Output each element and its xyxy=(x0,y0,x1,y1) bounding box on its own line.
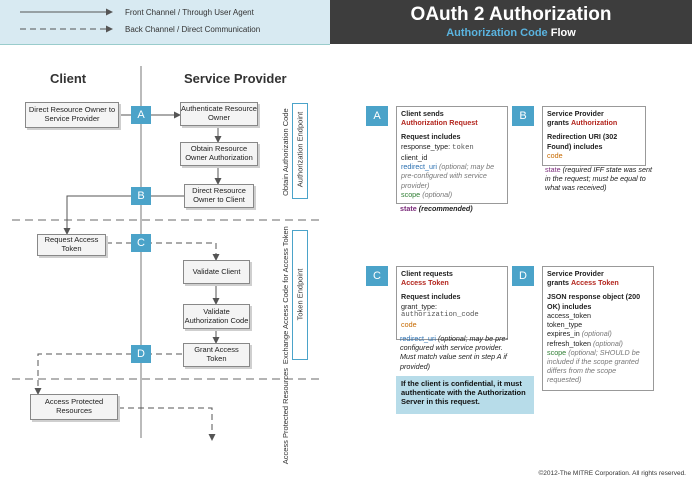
step-a-marker: A xyxy=(131,106,151,124)
token-endpoint-box xyxy=(292,230,308,360)
card-b-line1: Service Provider xyxy=(547,109,604,118)
phase-obtain-code: Obtain Authorization Code xyxy=(280,108,290,196)
card-d-access-token: access_token xyxy=(547,310,591,320)
client-column-header: Client xyxy=(50,71,87,86)
card-d-token-type: token_type xyxy=(547,320,583,330)
card-a-head: Request includes xyxy=(401,132,461,142)
copyright: ©2012-The MITRE Corporation. All rights … xyxy=(538,470,687,477)
page-subtitle: Authorization Code Flow xyxy=(330,27,692,39)
box-direct-client: Direct Resource Owner to Client xyxy=(184,184,254,208)
legend-front-channel: Front Channel / Through User Agent xyxy=(125,8,254,17)
arrow-b xyxy=(63,195,184,235)
box-request-token: Request Access Token xyxy=(37,234,106,256)
authorization-endpoint-label: Authorization Endpoint xyxy=(295,111,305,188)
box-direct-owner: Direct Resource Owner to Service Provide… xyxy=(25,102,119,128)
step-d-marker: D xyxy=(131,345,151,363)
card-a-redirect: redirect_uri (optional; may be pre-confi… xyxy=(401,162,495,190)
card-a-client-id: client_id xyxy=(401,152,428,162)
box-validate-code: Validate Authorization Code xyxy=(183,304,250,329)
box-authenticate: Authenticate Resource Owner xyxy=(180,102,258,126)
card-c-head: Request includes xyxy=(401,292,461,302)
box-obtain-authorization: Obtain Resource Owner Authorization xyxy=(180,142,258,166)
card-c-marker: C xyxy=(366,266,388,286)
card-d-scope: scope (optional; SHOULD be included if t… xyxy=(547,347,640,385)
phase-exchange: Exchange Access Code for Access Token xyxy=(280,226,290,365)
card-c-grant-type-val: authorization_code xyxy=(401,310,479,319)
card-b-line2: grants Authorization xyxy=(547,118,618,128)
card-a-state: state (recommended) xyxy=(400,204,473,213)
phase-access: Access Protected Resources xyxy=(280,367,290,465)
subtitle-rest: Flow xyxy=(550,27,576,39)
card-c-line1: Client requests xyxy=(401,269,453,278)
card-b: Service Provider grants Authorization Re… xyxy=(542,106,646,166)
arrow-access xyxy=(118,407,216,441)
card-a: Client sends Authorization Request Reque… xyxy=(396,106,508,204)
legend-panel: Front Channel / Through User Agent Back … xyxy=(0,0,330,45)
card-c-code: code xyxy=(401,320,417,330)
arrow-d xyxy=(34,353,182,395)
card-d-line2: grants Access Token xyxy=(547,278,619,288)
card-c-grant-type: grant_type: xyxy=(401,301,437,311)
card-b-head: Redirection URI (302 Found) includes xyxy=(547,132,618,151)
card-a-marker: A xyxy=(366,106,388,126)
token-endpoint-label: Token Endpoint xyxy=(295,268,305,321)
card-d-line1: Service Provider xyxy=(547,269,604,278)
box-grant-token: Grant Access Token xyxy=(183,343,250,367)
page-title: OAuth 2 Authorization xyxy=(410,4,612,25)
authorization-endpoint-box xyxy=(292,103,308,199)
card-d-marker: D xyxy=(512,266,534,286)
box-access-resources: Access Protected Resources xyxy=(30,394,118,420)
card-a-response-type: response_type: token xyxy=(401,141,474,152)
card-c: Client requests Access Token Request inc… xyxy=(396,266,508,340)
card-d-expires: expires_in (optional) xyxy=(547,329,612,339)
card-b-state: state (required IFF state was sent in th… xyxy=(545,165,652,193)
card-a-line2: Authorization Request xyxy=(401,118,478,128)
card-d-head: JSON response object (200 OK) includes xyxy=(547,292,641,311)
card-c-redirect: redirect_uri (optional; may be pre-confi… xyxy=(400,334,508,371)
box-validate-client: Validate Client xyxy=(183,260,250,284)
card-d: Service Provider grants Access Token JSO… xyxy=(542,266,654,391)
subtitle-highlight: Authorization Code xyxy=(446,27,548,39)
card-a-line1: Client sends xyxy=(401,109,444,118)
step-b-marker: B xyxy=(131,187,151,205)
card-b-code: code xyxy=(547,150,563,160)
arrow-c xyxy=(106,242,220,261)
confidential-client-note: If the client is confidential, it must a… xyxy=(396,376,534,414)
card-d-refresh: refresh_token (optional) xyxy=(547,338,623,348)
title-panel: OAuth 2 Authorization Authorization Code… xyxy=(330,0,692,44)
card-a-scope: scope (optional) xyxy=(401,189,453,199)
legend-back-channel: Back Channel / Direct Communication xyxy=(125,25,261,34)
step-c-marker: C xyxy=(131,234,151,252)
provider-column-header: Service Provider xyxy=(184,71,287,86)
card-c-line2: Access Token xyxy=(401,278,449,288)
card-b-marker: B xyxy=(512,106,534,126)
